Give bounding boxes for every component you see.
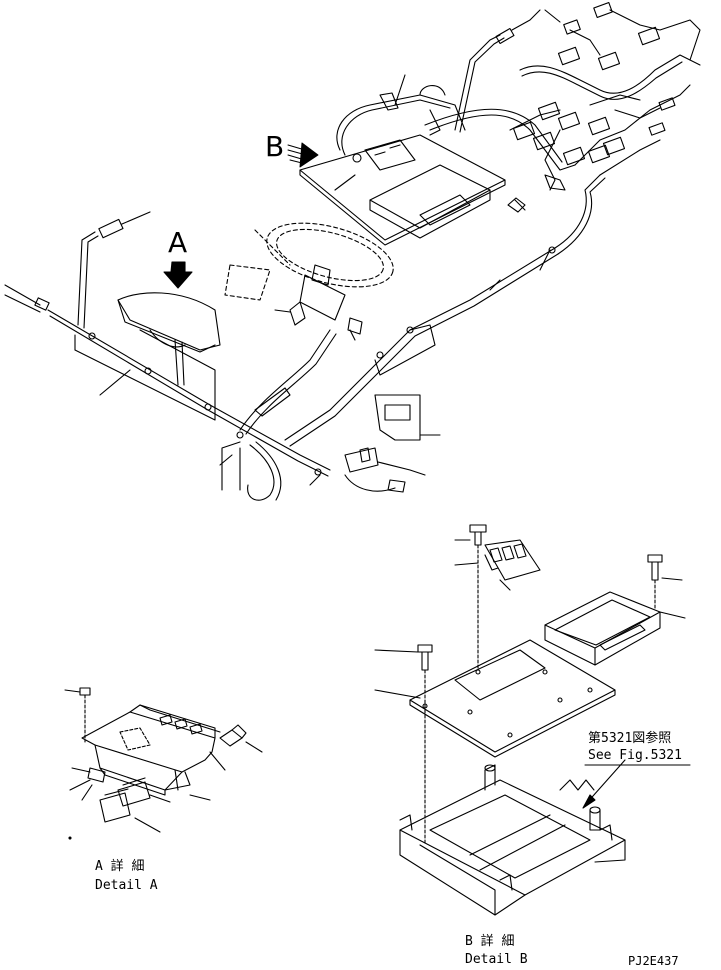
view-b-label: B — [265, 130, 284, 163]
main-harness-assembly — [4, 139, 661, 501]
connector-left — [34, 297, 50, 311]
harness-trunk-1 — [47, 309, 331, 471]
bolt-head — [469, 524, 487, 533]
clip — [236, 431, 244, 439]
label-plate-left — [74, 329, 216, 421]
wire-up — [454, 34, 501, 131]
controller-box — [544, 591, 661, 649]
harness-left-stub-2 — [4, 294, 41, 313]
harness-riser-2 — [83, 235, 99, 329]
switch-block — [117, 781, 151, 807]
clip — [88, 332, 96, 340]
column-switch — [289, 301, 306, 326]
clip — [314, 468, 322, 476]
reference-en: See Fig.5321 — [588, 748, 682, 763]
harness-riser — [77, 231, 96, 326]
harness-upper-right — [554, 174, 601, 249]
harness-loop — [247, 444, 275, 501]
column-connector — [254, 387, 291, 417]
relay-wire — [344, 474, 396, 492]
steering-column — [274, 264, 363, 341]
detail-a-title-en: Detail A — [95, 878, 158, 893]
relay-connector — [344, 447, 379, 473]
upper-wiring-cluster — [336, 2, 701, 213]
connector-top — [495, 27, 515, 45]
bolt-head-left — [417, 644, 433, 653]
harness-left-stub — [4, 284, 41, 306]
relay-cluster — [507, 2, 701, 213]
panel-outline — [224, 264, 271, 301]
clip — [144, 367, 152, 375]
wire-upper-left — [121, 211, 151, 225]
detail-b-drawing — [374, 524, 691, 916]
view-a-indicator — [163, 261, 193, 289]
detail-a-drawing — [64, 687, 263, 840]
controller-plate — [299, 134, 506, 246]
screw-head — [79, 687, 91, 696]
reference-jp: 第5321図参照 — [588, 730, 671, 746]
clip — [548, 246, 556, 254]
connector-upper-left — [98, 218, 124, 239]
bolt-head-right — [647, 554, 663, 563]
clip — [376, 351, 384, 359]
switch-block-2 — [99, 792, 131, 823]
drawing-code: PJ2E437 — [628, 954, 679, 968]
clip — [204, 403, 212, 411]
post — [484, 764, 496, 791]
harness-column-branch — [239, 329, 331, 431]
relay-bracket — [374, 394, 421, 441]
column-connector-right — [347, 317, 363, 335]
wire-right-loop — [429, 114, 576, 171]
harness-trunk-2 — [49, 315, 329, 477]
clip — [406, 326, 414, 334]
label-plate-mid — [374, 324, 436, 376]
arrow-down-icon — [163, 261, 193, 289]
switch-openings — [159, 714, 203, 735]
ground-bolt — [379, 92, 399, 111]
cab-cover-housing — [117, 292, 221, 386]
cover-panel — [81, 711, 216, 773]
steering-wheel — [254, 222, 394, 288]
post-right — [589, 809, 601, 831]
wire-loop — [336, 94, 466, 151]
detail-b-title-en: Detail B — [465, 952, 528, 967]
detail-a-title-jp: A 詳 細 — [95, 858, 144, 874]
view-a-label: A — [168, 226, 187, 259]
detail-b-title-jp: B 詳 細 — [465, 933, 514, 949]
grommet — [87, 767, 106, 783]
lamp-socket — [219, 729, 243, 747]
view-b-indicator — [287, 142, 319, 168]
relay-block — [364, 139, 416, 171]
